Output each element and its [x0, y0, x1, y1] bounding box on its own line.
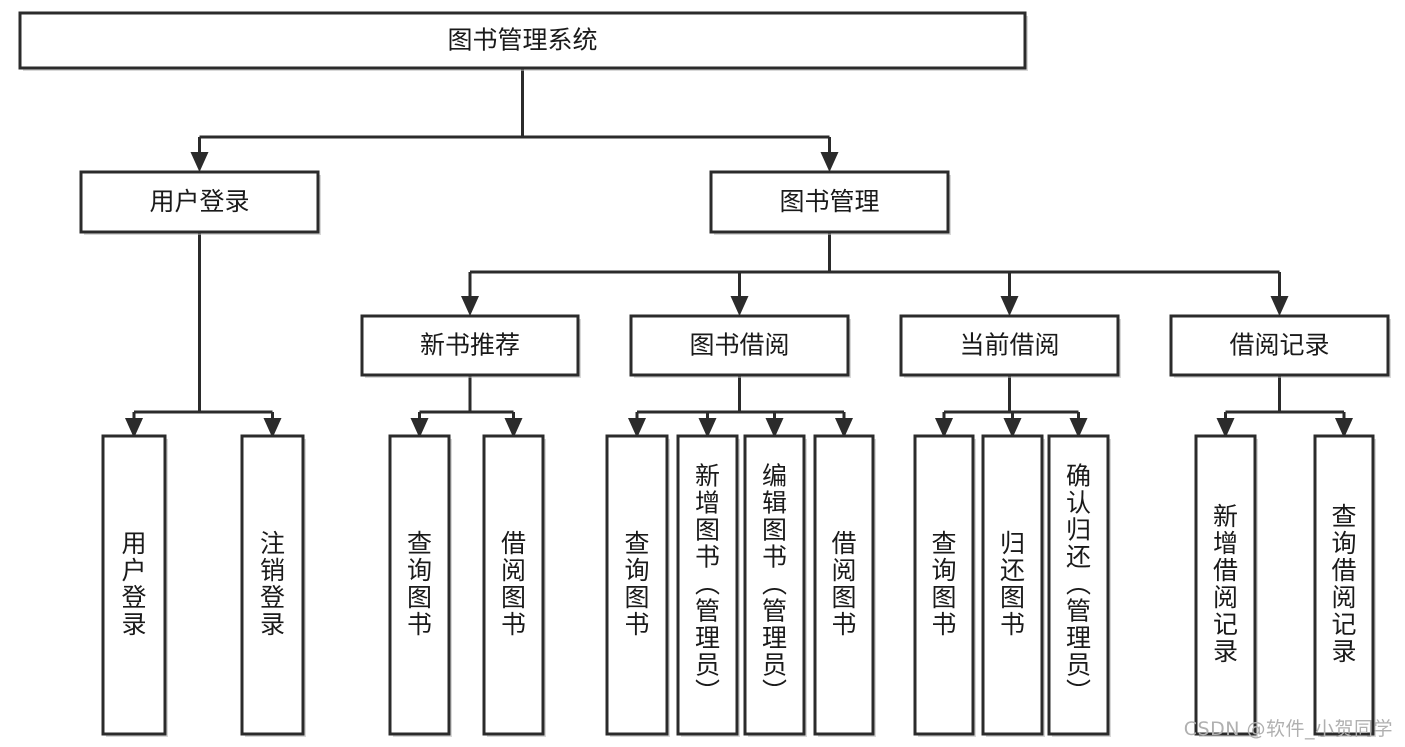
node-rect[interactable]: [913, 434, 975, 736]
node-rect[interactable]: [1169, 314, 1390, 377]
node-level2-3[interactable]: 借阅记录: [1169, 314, 1391, 378]
node-label: 新增借阅记录: [1213, 502, 1238, 666]
arrow-head-icon: [1270, 296, 1289, 316]
arrow-head-icon: [835, 418, 853, 438]
node-label: 借阅图书: [501, 529, 526, 639]
node-leaf-3[interactable]: 借阅图书: [482, 434, 546, 737]
node-rect[interactable]: [388, 434, 451, 736]
node-rect[interactable]: [676, 434, 739, 736]
node-label: 图书借阅: [689, 331, 789, 360]
node-rect[interactable]: [1194, 434, 1257, 736]
node-leaf-2[interactable]: 查询图书: [388, 434, 452, 737]
arrow-head-icon: [1000, 296, 1019, 316]
node-label: 借阅图书: [831, 529, 856, 639]
arrow-head-icon: [410, 418, 429, 438]
arrow-head-icon: [765, 418, 784, 438]
node-leaf-11[interactable]: 新增借阅记录: [1194, 434, 1258, 737]
csdn-watermark: CSDN @软件_小贺同学: [1183, 718, 1393, 740]
node-label: 图书管理: [779, 187, 879, 216]
node-label: 查询图书: [407, 529, 432, 639]
node-leaf-7[interactable]: 借阅图书: [813, 434, 876, 737]
node-label: 查询图书: [931, 529, 956, 639]
node-rect[interactable]: [899, 314, 1120, 377]
node-rect[interactable]: [981, 434, 1044, 736]
node-rect[interactable]: [1047, 434, 1110, 736]
node-rect[interactable]: [360, 314, 580, 377]
node-label: 用户登录: [121, 529, 146, 639]
node-rect[interactable]: [743, 434, 806, 736]
node-label: 图书管理系统: [447, 26, 597, 55]
node-rect[interactable]: [813, 434, 875, 736]
node-level2-2[interactable]: 当前借阅: [899, 314, 1121, 378]
arrow-head-icon: [461, 296, 479, 316]
arrow-head-icon: [1069, 418, 1088, 438]
node-leaf-1[interactable]: 注销登录: [240, 434, 306, 737]
node-rect[interactable]: [240, 434, 305, 736]
node-label: 新书推荐: [420, 331, 520, 360]
node-leaf-6[interactable]: 编辑图书︵管理员︶: [743, 434, 807, 737]
connector-layer: [125, 68, 1353, 438]
node-label: 当前借阅: [959, 331, 1059, 360]
node-rect[interactable]: [1313, 434, 1375, 736]
arrow-head-icon: [628, 418, 646, 438]
arrow-head-icon: [1335, 418, 1353, 438]
arrow-head-icon: [504, 418, 523, 438]
arrow-head-icon: [1003, 418, 1022, 438]
node-level2-1[interactable]: 图书借阅: [629, 314, 851, 378]
node-rect[interactable]: [101, 434, 167, 736]
node-label: 用户登录: [149, 187, 249, 216]
node-rect[interactable]: [482, 434, 545, 736]
node-label: 查询借阅记录: [1331, 502, 1356, 666]
arrow-head-icon: [1216, 418, 1235, 438]
node-level1-1[interactable]: 图书管理: [709, 170, 951, 235]
arrow-head-icon: [820, 152, 839, 172]
node-leaf-10[interactable]: 确认归还︵管理员︶: [1047, 434, 1111, 737]
arrow-head-icon: [698, 418, 717, 438]
node-leaf-8[interactable]: 查询图书: [913, 434, 976, 737]
node-rect[interactable]: [629, 314, 850, 377]
node-label: 编辑图书︵管理员︶: [762, 462, 787, 707]
node-root-0[interactable]: 图书管理系统: [18, 11, 1028, 71]
node-leaf-12[interactable]: 查询借阅记录: [1313, 434, 1376, 737]
node-label: 注销登录: [260, 529, 285, 639]
node-rect[interactable]: [79, 170, 320, 234]
arrow-head-icon: [935, 418, 953, 438]
node-level1-0[interactable]: 用户登录: [79, 170, 321, 235]
node-label: 查询图书: [624, 529, 649, 639]
arrow-head-icon: [263, 418, 282, 438]
node-rect[interactable]: [605, 434, 669, 736]
node-label: 借阅记录: [1229, 331, 1329, 360]
node-label: 新增图书︵管理员︶: [695, 462, 720, 707]
node-leaf-9[interactable]: 归还图书: [981, 434, 1045, 737]
node-rect[interactable]: [18, 11, 1027, 70]
arrow-head-icon: [190, 152, 209, 172]
node-leaf-0[interactable]: 用户登录: [101, 434, 168, 737]
node-leaf-5[interactable]: 新增图书︵管理员︶: [676, 434, 740, 737]
node-rect[interactable]: [709, 170, 950, 234]
node-layer: 图书管理系统用户登录图书管理新书推荐图书借阅当前借阅借阅记录用户登录注销登录查询…: [18, 11, 1391, 737]
arrow-head-icon: [730, 296, 749, 316]
arrow-head-icon: [125, 418, 143, 438]
node-level2-0[interactable]: 新书推荐: [360, 314, 581, 378]
node-label: 确认归还︵管理员︶: [1066, 462, 1091, 707]
node-label: 归还图书: [1000, 529, 1025, 639]
node-leaf-4[interactable]: 查询图书: [605, 434, 670, 737]
